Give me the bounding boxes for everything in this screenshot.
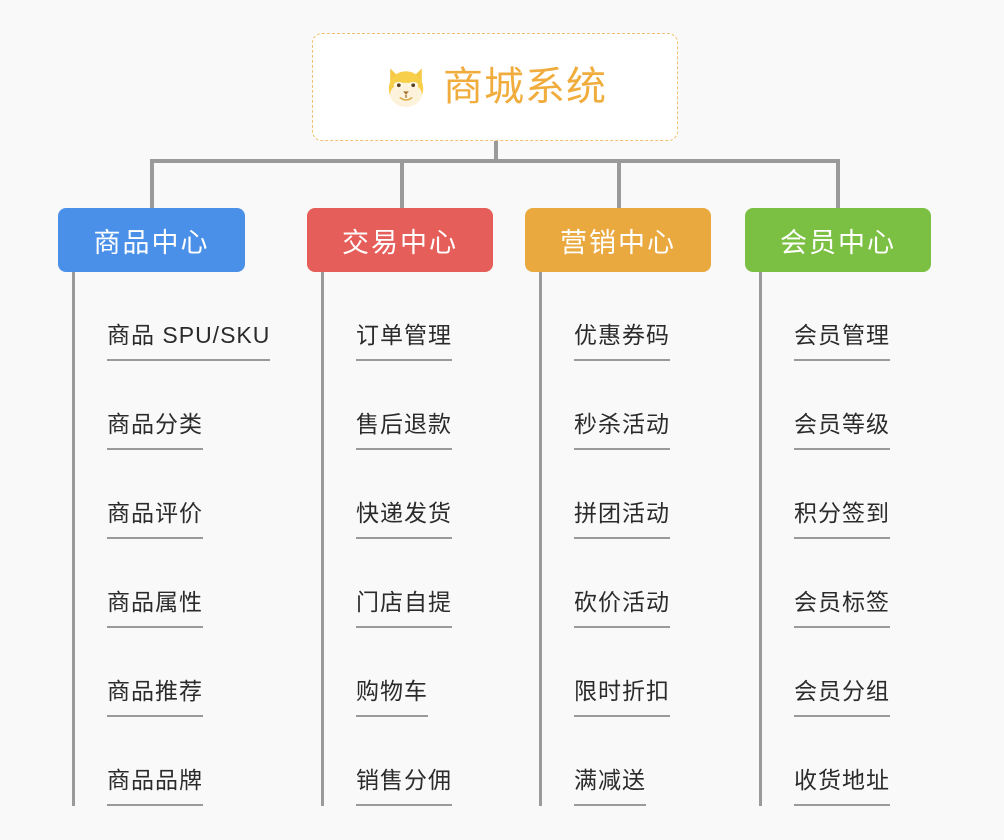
list-item[interactable]: 商品推荐 [75,628,305,717]
category-header-member[interactable]: 会员中心 [745,208,931,272]
list-item[interactable]: 优惠券码 [542,272,772,361]
leaf-label: 商品品牌 [107,769,203,806]
leaf-label: 会员分组 [794,680,890,717]
list-item[interactable]: 快递发货 [324,450,554,539]
list-item[interactable]: 秒杀活动 [542,361,772,450]
category-column-3: 营销中心 优惠券码 秒杀活动 拼团活动 砍价活动 限时折扣 满减送 [525,208,772,806]
leaf-label: 商品属性 [107,591,203,628]
leaf-group-1: 商品 SPU/SKU 商品分类 商品评价 商品属性 商品推荐 商品品牌 [72,272,305,806]
leaf-label: 商品推荐 [107,680,203,717]
category-label: 营销中心 [560,227,676,258]
leaf-group-2: 订单管理 售后退款 快递发货 门店自提 购物车 销售分佣 [321,272,554,806]
leaf-label: 秒杀活动 [574,413,670,450]
list-item[interactable]: 会员管理 [762,272,992,361]
list-item[interactable]: 满减送 [542,717,772,806]
leaf-label: 购物车 [356,680,428,717]
leaf-group-3: 优惠券码 秒杀活动 拼团活动 砍价活动 限时折扣 满减送 [539,272,772,806]
leaf-label: 拼团活动 [574,502,670,539]
leaf-label: 商品 SPU/SKU [107,324,271,361]
connector-horizontal-bus [150,159,840,163]
leaf-label: 销售分佣 [356,769,452,806]
leaf-label: 会员管理 [794,324,890,361]
leaf-label: 门店自提 [356,591,452,628]
leaf-label: 优惠券码 [574,324,670,361]
leaf-label: 商品评价 [107,502,203,539]
leaf-label: 订单管理 [356,324,452,361]
list-item[interactable]: 收货地址 [762,717,992,806]
list-item[interactable]: 售后退款 [324,361,554,450]
category-column-2: 交易中心 订单管理 售后退款 快递发货 门店自提 购物车 销售分佣 [307,208,554,806]
list-item[interactable]: 商品属性 [75,539,305,628]
category-header-trade[interactable]: 交易中心 [307,208,493,272]
list-item[interactable]: 商品分类 [75,361,305,450]
leaf-label: 快递发货 [356,502,452,539]
dog-face-icon [388,68,424,108]
category-label: 会员中心 [780,227,896,258]
category-header-marketing[interactable]: 营销中心 [525,208,711,272]
connector-drop-3 [617,159,621,209]
list-item[interactable]: 商品品牌 [75,717,305,806]
list-item[interactable]: 订单管理 [324,272,554,361]
connector-drop-2 [400,159,404,209]
leaf-label: 会员等级 [794,413,890,450]
leaf-label: 收货地址 [794,769,890,806]
list-item[interactable]: 积分签到 [762,450,992,539]
leaf-group-4: 会员管理 会员等级 积分签到 会员标签 会员分组 收货地址 [759,272,992,806]
list-item[interactable]: 会员分组 [762,628,992,717]
list-item[interactable]: 限时折扣 [542,628,772,717]
list-item[interactable]: 销售分佣 [324,717,554,806]
leaf-label: 砍价活动 [574,591,670,628]
leaf-label: 商品分类 [107,413,203,450]
list-item[interactable]: 会员等级 [762,361,992,450]
list-item[interactable]: 商品评价 [75,450,305,539]
category-label: 商品中心 [93,227,210,258]
leaf-label: 售后退款 [356,413,452,450]
leaf-label: 限时折扣 [574,680,670,717]
connector-drop-1 [150,159,154,209]
leaf-label: 积分签到 [794,502,890,539]
list-item[interactable]: 门店自提 [324,539,554,628]
list-item[interactable]: 购物车 [324,628,554,717]
list-item[interactable]: 砍价活动 [542,539,772,628]
list-item[interactable]: 会员标签 [762,539,992,628]
list-item[interactable]: 商品 SPU/SKU [75,272,305,361]
list-item[interactable]: 拼团活动 [542,450,772,539]
category-column-1: 商品中心 商品 SPU/SKU 商品分类 商品评价 商品属性 商品推荐 商品品牌 [58,208,305,806]
category-header-product[interactable]: 商品中心 [58,208,245,272]
connector-root-stem [494,141,498,162]
leaf-label: 满减送 [574,769,646,806]
leaf-label: 会员标签 [794,591,890,628]
category-column-4: 会员中心 会员管理 会员等级 积分签到 会员标签 会员分组 收货地址 [745,208,992,806]
root-title: 商城系统 [443,65,607,109]
root-node[interactable]: 商城系统 [312,33,678,141]
category-label: 交易中心 [342,227,458,258]
connector-drop-4 [836,159,840,209]
